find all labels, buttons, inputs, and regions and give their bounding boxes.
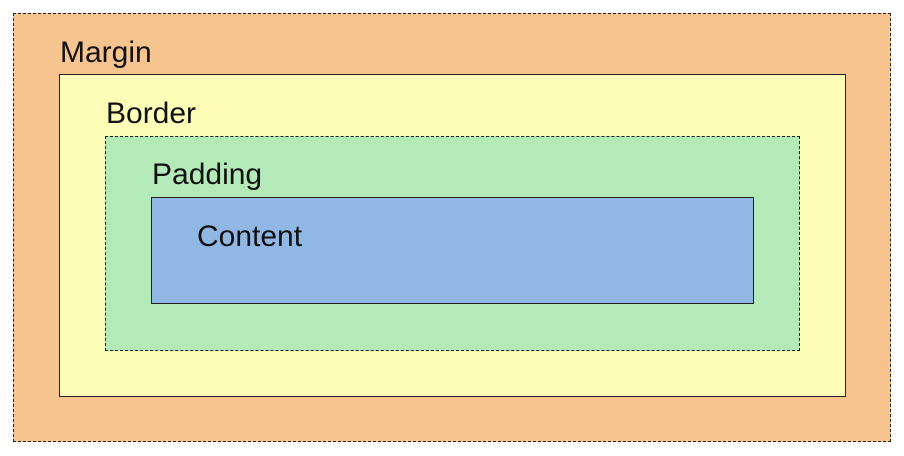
content-box bbox=[151, 197, 754, 304]
padding-label: Padding bbox=[152, 158, 263, 191]
border-label: Border bbox=[106, 97, 197, 130]
content-label: Content bbox=[197, 220, 303, 253]
margin-label: Margin bbox=[60, 36, 152, 69]
